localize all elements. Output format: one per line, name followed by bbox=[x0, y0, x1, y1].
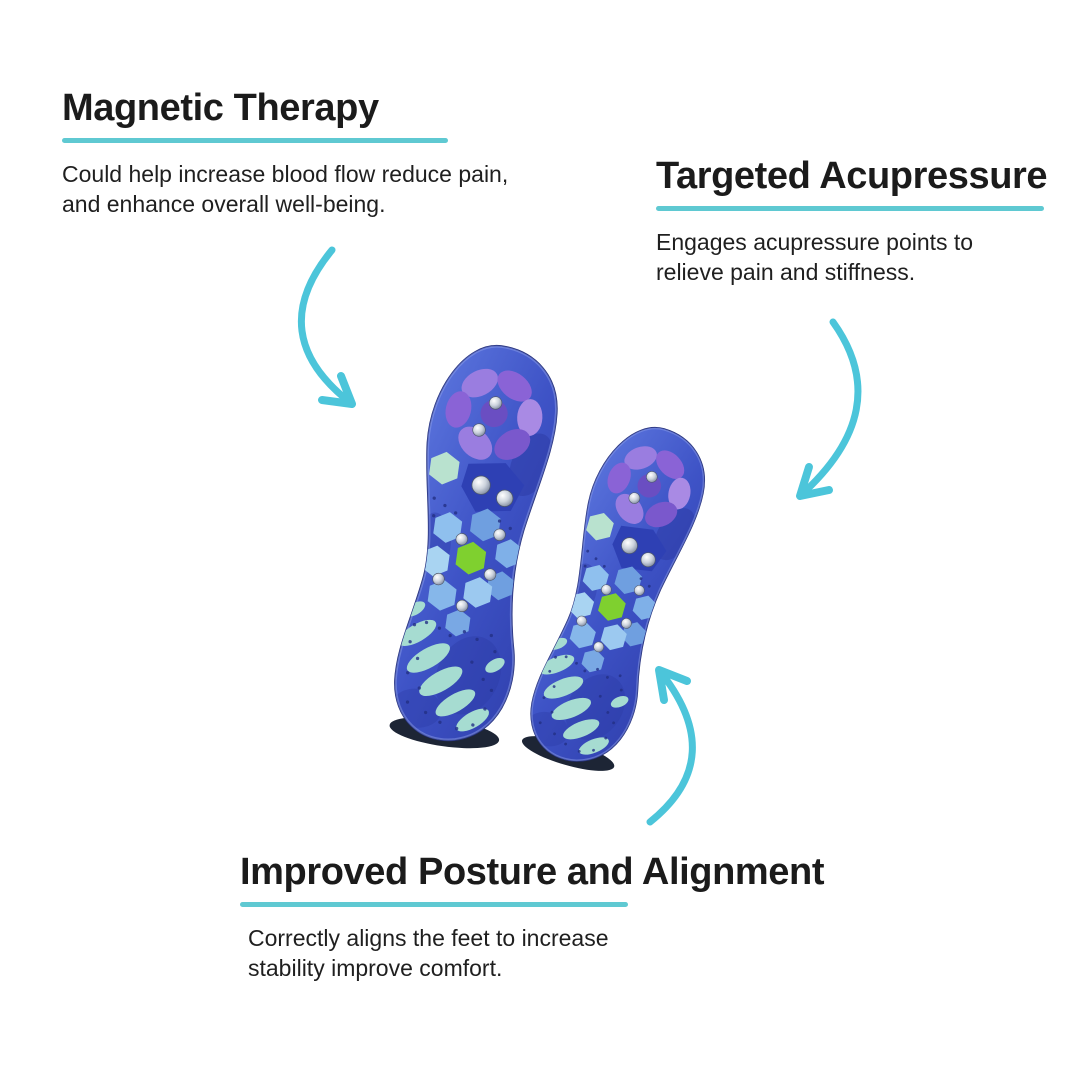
description-line-2: and enhance overall well-being. bbox=[62, 190, 386, 217]
callout-title: Targeted Acupressure bbox=[656, 155, 1048, 197]
callout-improved-posture: Improved Posture and Alignment Correctly… bbox=[240, 851, 825, 983]
callout-title: Improved Posture and Alignment bbox=[240, 851, 825, 893]
title-underline bbox=[62, 137, 448, 143]
improved-posture-arrow-icon bbox=[646, 666, 696, 826]
description-line-2: stability improve comfort. bbox=[248, 954, 503, 981]
callout-description: Correctly aligns the feet to increase st… bbox=[248, 923, 824, 983]
callout-magnetic-therapy: Magnetic Therapy Could help increase blo… bbox=[62, 87, 508, 219]
description-line-2: relieve pain and stiffness. bbox=[656, 258, 916, 285]
callout-description: Engages acupressure points to relieve pa… bbox=[656, 227, 1047, 287]
title-underline bbox=[240, 901, 628, 907]
insole-right bbox=[513, 413, 725, 783]
targeted-acupressure-arrow-icon bbox=[796, 318, 862, 500]
description-line-1: Could help increase blood flow reduce pa… bbox=[62, 160, 509, 187]
insole-left bbox=[380, 337, 574, 757]
insoles-product-photo bbox=[380, 337, 724, 783]
callout-targeted-acupressure: Targeted Acupressure Engages acupressure… bbox=[656, 155, 1048, 287]
description-line-1: Correctly aligns the feet to increase bbox=[248, 924, 609, 951]
magnetic-therapy-arrow-icon bbox=[298, 246, 356, 408]
callout-title: Magnetic Therapy bbox=[62, 87, 379, 129]
title-underline bbox=[656, 205, 1044, 211]
description-line-1: Engages acupressure points to bbox=[656, 228, 974, 255]
callout-description: Could help increase blood flow reduce pa… bbox=[62, 159, 508, 219]
